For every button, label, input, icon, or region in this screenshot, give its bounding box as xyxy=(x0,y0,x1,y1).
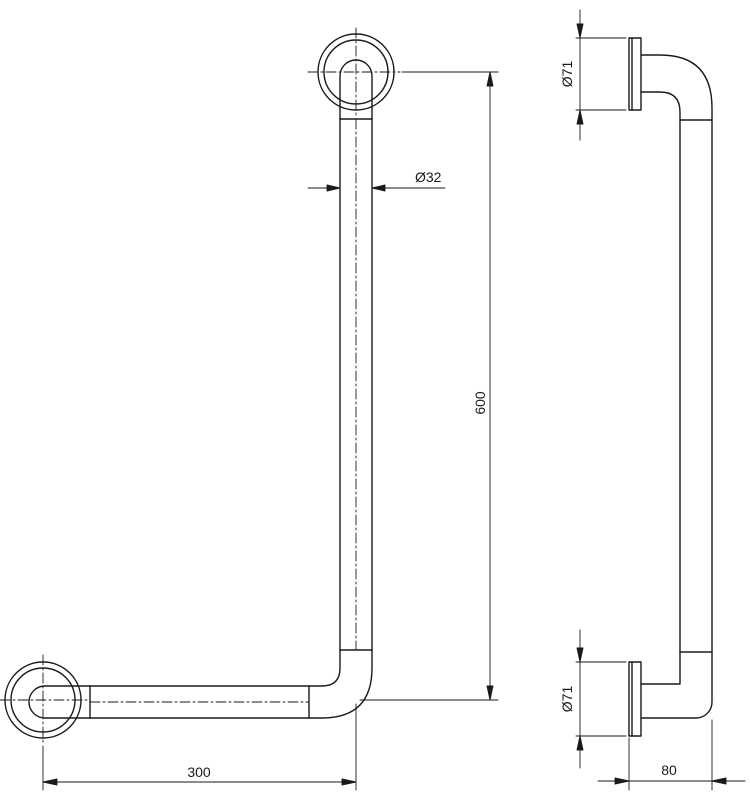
side-top-elbow xyxy=(640,54,713,121)
tube-bend xyxy=(308,649,373,719)
bottom-rosette-diameter-label: Ø71 xyxy=(559,686,575,713)
width-dimension-label: 300 xyxy=(187,764,211,780)
height-dimension xyxy=(359,71,499,701)
bottom-rosette-dimension xyxy=(575,629,627,769)
top-rosette-diameter-label: Ø71 xyxy=(559,61,575,88)
horizontal-tube xyxy=(89,685,310,719)
projection-dimension xyxy=(597,719,746,791)
tube-diameter-dimension xyxy=(307,184,446,192)
side-bottom-elbow xyxy=(640,651,713,719)
top-rosette-dimension xyxy=(575,9,627,141)
vertical-tube xyxy=(339,118,373,651)
height-dimension-label: 600 xyxy=(472,391,488,415)
projection-dimension-label: 80 xyxy=(661,762,677,778)
front-view: 600 300 Ø32 xyxy=(0,27,499,791)
top-flange xyxy=(628,37,642,111)
side-view: Ø71 Ø71 80 xyxy=(559,9,746,791)
bottom-rosette xyxy=(0,654,91,746)
side-vertical-tube xyxy=(679,119,713,653)
tube-diameter-label: Ø32 xyxy=(415,169,442,185)
bottom-flange xyxy=(628,661,642,737)
width-dimension xyxy=(42,703,357,791)
top-rosette xyxy=(307,27,401,120)
